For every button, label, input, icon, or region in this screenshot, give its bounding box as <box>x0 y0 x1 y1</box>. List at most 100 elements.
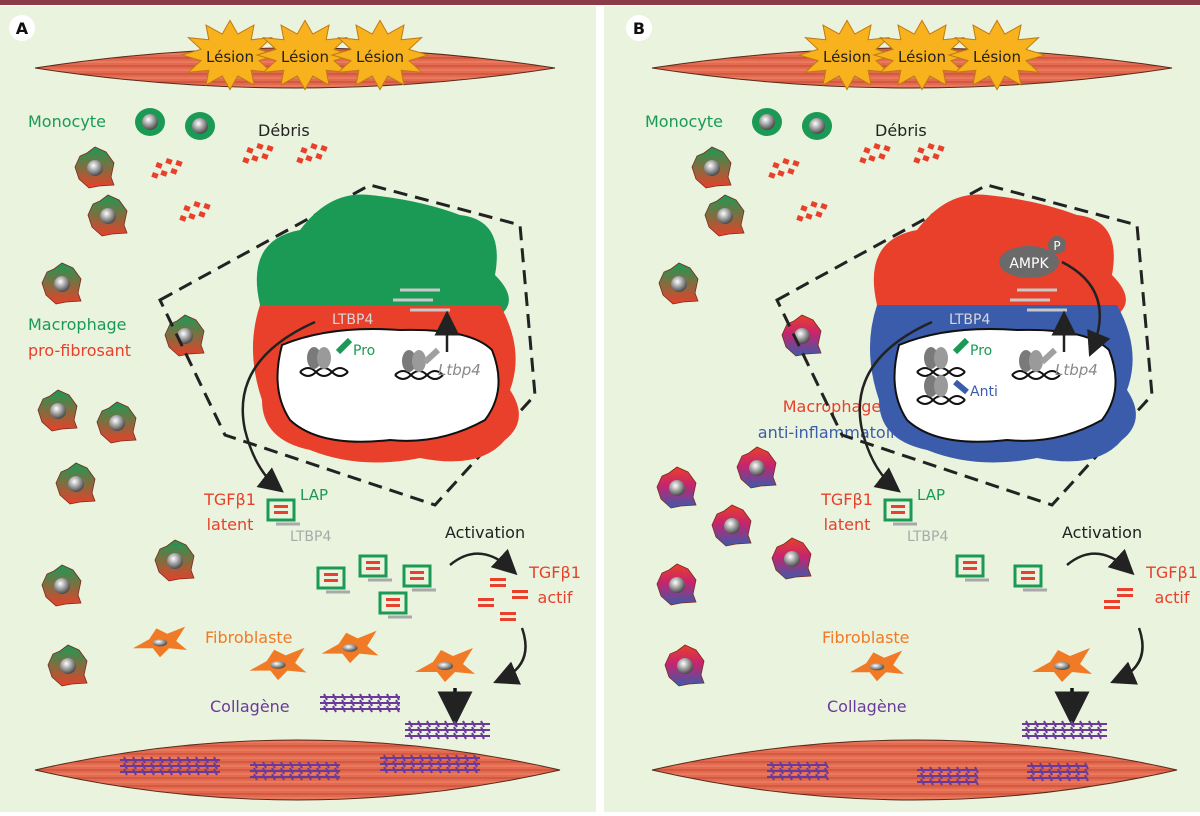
fibroblast-cell <box>1032 648 1092 682</box>
debris-fragment <box>188 212 196 220</box>
collagen-crosslink <box>325 761 330 769</box>
collagen-fibres <box>120 756 220 776</box>
macrophage-nucleus <box>68 476 84 492</box>
collagen-crosslink <box>806 773 811 781</box>
muscle-fibre <box>651 739 1178 801</box>
debris-fragment <box>878 153 886 160</box>
collagen-crosslink <box>446 760 451 768</box>
collagen-crosslink <box>401 760 406 768</box>
lesion-label: Lésion <box>973 48 1021 66</box>
tgf-dimer-bottom <box>274 511 288 514</box>
collagen-crosslink <box>471 720 476 728</box>
tgf-dimer-bottom <box>410 577 424 580</box>
macrophage-cell <box>41 564 82 607</box>
tgf-dimer-bottom <box>891 511 905 514</box>
debris-fragment <box>873 143 881 150</box>
collagen-crosslink <box>1066 768 1071 776</box>
debris-fragment <box>170 168 178 175</box>
collagen-crosslink <box>444 726 449 734</box>
collagen-crosslink <box>386 699 391 707</box>
lap-shell <box>316 566 346 590</box>
debris-fragment <box>251 154 259 162</box>
collagen-crosslink <box>177 768 182 776</box>
collagen-crosslink <box>132 756 137 764</box>
collagen-crosslink <box>325 773 330 781</box>
active-tgf <box>1117 588 1133 597</box>
collagen-crosslink <box>186 756 191 764</box>
collagen-crosslink <box>1034 732 1039 740</box>
collagen-crosslink <box>464 760 469 768</box>
latent-tgf-complex <box>358 554 392 582</box>
collagen-crosslink <box>806 767 811 775</box>
macrophage-nucleus <box>167 553 183 569</box>
collagen-crosslink <box>350 699 355 707</box>
collagen-crosslink <box>289 767 294 775</box>
collagen-crosslink <box>298 767 303 775</box>
fibroblast-cell <box>133 626 187 658</box>
activation-arrow <box>1066 548 1135 576</box>
collagen-crosslink <box>444 732 449 740</box>
collagen-crosslink <box>395 693 400 701</box>
debris-fragment <box>859 157 867 164</box>
latent-tgf-complex <box>1013 564 1047 592</box>
collagen-crosslink <box>213 762 218 770</box>
collagen-crosslink <box>815 773 820 781</box>
collagene-label: Collagène <box>210 697 290 716</box>
dna-helix <box>394 350 444 380</box>
collagen-crosslink <box>1070 720 1075 728</box>
phospho-badge <box>1048 236 1066 254</box>
collagen-crosslink <box>332 705 337 713</box>
debris-fragment <box>917 147 925 154</box>
macrophage-nucleus-large <box>893 328 1117 443</box>
collagen-crosslink <box>435 720 440 728</box>
collagen-crosslink <box>204 756 209 764</box>
collagen-crosslink <box>455 754 460 762</box>
collagen-crosslink <box>1079 720 1084 728</box>
collagen-crosslink <box>947 778 952 786</box>
fibroblast-cell <box>850 650 904 682</box>
active-tgf <box>478 598 494 607</box>
collagen-crosslink <box>141 756 146 764</box>
collagen-crosslink <box>1097 726 1102 734</box>
collagen-crosslink <box>770 761 775 769</box>
monocyte-label: Monocyte <box>645 112 723 131</box>
collagen-crosslink <box>947 772 952 780</box>
collagen-crosslink <box>392 754 397 762</box>
collagen-crosslink <box>410 754 415 762</box>
debris-fragment <box>261 153 269 160</box>
panel-letter-badge <box>626 15 652 41</box>
debris-fragment <box>796 215 804 222</box>
collagen-crosslink <box>386 693 391 701</box>
collagen-crosslink <box>350 705 355 713</box>
lap-shell <box>883 498 913 522</box>
collagen-crosslink <box>401 754 406 762</box>
lesion-star <box>180 19 280 91</box>
dna-helix <box>916 375 966 405</box>
collagen-crosslink <box>159 768 164 776</box>
collagen-crosslink <box>417 732 422 740</box>
collagen-crosslink <box>1079 726 1084 734</box>
lesion-label: Lésion <box>356 48 404 66</box>
polymerase-shape <box>1019 350 1033 372</box>
lap-shell <box>358 554 388 578</box>
monocyte-label: Monocyte <box>28 112 106 131</box>
tgf-actif-label: TGFβ1 <box>1145 563 1198 582</box>
monocyte-nucleus <box>142 114 158 130</box>
tgf-dimer-bottom <box>366 567 380 570</box>
tgf-bar <box>500 612 516 615</box>
collagen-crosslink <box>271 767 276 775</box>
collagen-crosslink <box>377 699 382 707</box>
tgf-bar <box>512 590 528 593</box>
collagen-crosslink <box>1070 732 1075 740</box>
latent-tgf-complex <box>402 564 436 592</box>
lesion-label: Lésion <box>823 48 871 66</box>
collagen-crosslink <box>435 726 440 734</box>
collagen-crosslink <box>271 761 276 769</box>
debris-fragment <box>922 154 930 162</box>
collagen-crosslink <box>359 693 364 701</box>
dna-strand <box>916 395 966 405</box>
collagen-crosslink <box>824 773 829 781</box>
macrophage-cell <box>704 194 745 237</box>
collagen-crosslink <box>437 760 442 768</box>
collagen-crosslink <box>1025 732 1030 740</box>
